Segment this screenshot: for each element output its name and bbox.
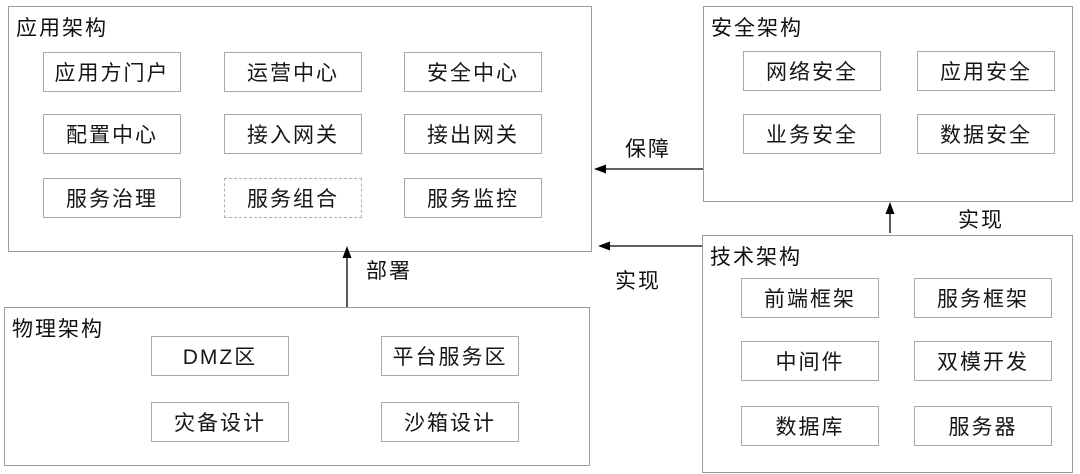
group-application-architecture: 应用架构 应用方门户 运营中心 安全中心 配置中心 接入网关 接出网关 服务治理… [8, 6, 592, 252]
arrow-label-guarantee: 保障 [625, 138, 671, 161]
group-title-technology: 技术架构 [710, 246, 802, 269]
node-operations-center: 运营中心 [224, 52, 362, 92]
node-business-security: 业务安全 [743, 114, 881, 154]
node-data-security: 数据安全 [917, 114, 1055, 154]
arrow-label-realize-security: 实现 [958, 209, 1004, 232]
node-platform-service-zone: 平台服务区 [381, 336, 519, 376]
node-security-center: 安全中心 [404, 52, 542, 92]
group-technology-architecture: 技术架构 前端框架 服务框架 中间件 双模开发 数据库 服务器 [702, 235, 1073, 473]
node-dmz-zone: DMZ区 [151, 336, 289, 376]
group-security-architecture: 安全架构 网络安全 应用安全 业务安全 数据安全 [703, 6, 1073, 202]
group-physical-architecture: 物理架构 DMZ区 平台服务区 灾备设计 沙箱设计 [4, 307, 590, 466]
node-frontend-framework: 前端框架 [741, 278, 879, 318]
node-network-security: 网络安全 [743, 51, 881, 91]
arrow-realize-application [598, 241, 702, 251]
group-title-physical: 物理架构 [12, 318, 104, 341]
node-application-security: 应用安全 [917, 51, 1055, 91]
node-server: 服务器 [914, 406, 1052, 446]
node-service-composition: 服务组合 [224, 178, 362, 218]
group-title-application: 应用架构 [16, 17, 108, 40]
node-service-monitoring: 服务监控 [404, 178, 542, 218]
node-application-portal: 应用方门户 [43, 52, 181, 92]
node-inbound-gateway: 接入网关 [224, 114, 362, 154]
node-outbound-gateway: 接出网关 [404, 114, 542, 154]
node-service-framework: 服务框架 [914, 278, 1052, 318]
arrow-deploy [342, 246, 352, 307]
arrow-realize-security [885, 202, 895, 233]
node-database: 数据库 [741, 406, 879, 446]
node-sandbox-design: 沙箱设计 [381, 402, 519, 442]
node-middleware: 中间件 [741, 341, 879, 381]
group-title-security: 安全架构 [711, 17, 803, 40]
node-bimodal-development: 双模开发 [914, 341, 1052, 381]
arrow-label-realize-application: 实现 [615, 270, 661, 293]
node-config-center: 配置中心 [43, 114, 181, 154]
node-service-governance: 服务治理 [43, 178, 181, 218]
arrow-guarantee [594, 164, 703, 174]
node-disaster-recovery-design: 灾备设计 [151, 402, 289, 442]
arrow-label-deploy: 部署 [366, 260, 412, 283]
